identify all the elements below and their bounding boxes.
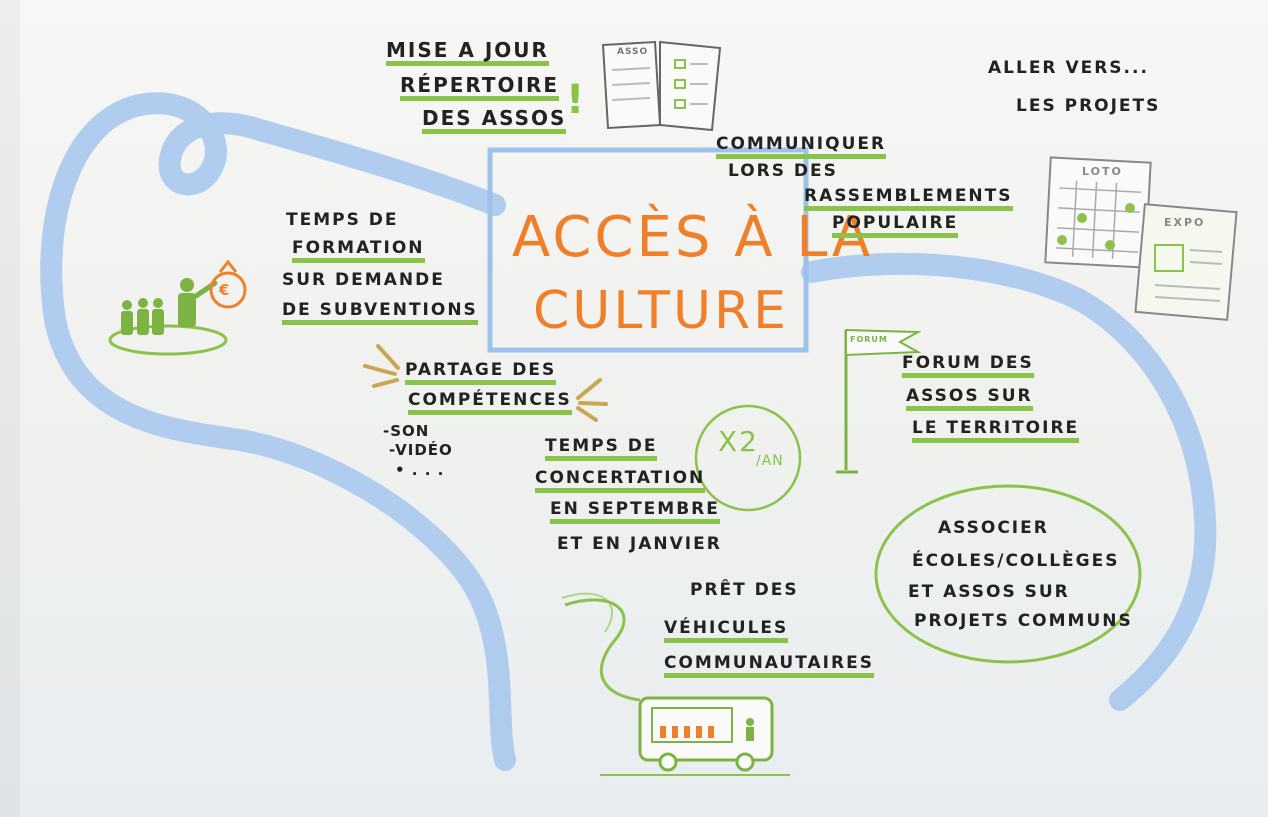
communiquer-line-1: COMMUNIQUER bbox=[716, 136, 887, 159]
concertation-line-4: ET EN JANVIER bbox=[557, 534, 722, 554]
forum-line-2: ASSOS SUR bbox=[906, 388, 1033, 411]
concertation-line-3: EN SEPTEMBRE bbox=[550, 501, 720, 524]
bus-icon bbox=[600, 696, 790, 776]
mise-a-jour-line-3: DES ASSOS bbox=[422, 108, 567, 134]
title-line-1: ACCÈS À LA bbox=[512, 205, 874, 270]
partage-line-2: COMPÉTENCES bbox=[408, 392, 572, 415]
associer-line-1: ASSOCIER bbox=[938, 518, 1049, 538]
partage-item-son: -SON bbox=[383, 422, 430, 440]
associer-circle bbox=[874, 484, 1142, 664]
associer-line-3: ET ASSOS SUR bbox=[908, 582, 1070, 602]
pret-line-3: COMMUNAUTAIRES bbox=[664, 655, 874, 678]
title-line-2: CULTURE bbox=[533, 281, 789, 341]
blue-path bbox=[40, 92, 516, 771]
expo-label: EXPO bbox=[1164, 216, 1206, 229]
associer-line-2: ÉCOLES/COLLÈGES bbox=[912, 551, 1120, 571]
pret-line-2: VÉHICULES bbox=[664, 620, 789, 643]
frequency-unit: /AN bbox=[756, 453, 784, 469]
sparkle-icon bbox=[363, 344, 608, 422]
title-frame bbox=[487, 147, 809, 353]
flag-icon bbox=[836, 328, 922, 474]
partage-line-1: PARTAGE DES bbox=[405, 362, 557, 385]
concertation-line-1: TEMPS DE bbox=[545, 438, 658, 461]
book-label: ASSO bbox=[617, 47, 649, 57]
flag-label: FORUM bbox=[850, 335, 888, 344]
mise-a-jour-line-2: RÉPERTOIRE bbox=[400, 75, 560, 101]
communiquer-line-4: POPULAIRE bbox=[832, 215, 959, 238]
aller-vers-line-1: ALLER VERS... bbox=[988, 58, 1149, 78]
expo-poster-icon bbox=[1134, 203, 1238, 321]
exclamation-mark: ! bbox=[566, 77, 587, 123]
blue-path-right bbox=[801, 252, 1217, 711]
communiquer-line-3: RASSEMBLEMENTS bbox=[804, 188, 1013, 211]
formation-line-3: SUR DEMANDE bbox=[282, 270, 445, 290]
road-line bbox=[564, 598, 641, 702]
loto-label: LOTO bbox=[1082, 165, 1123, 178]
partage-item-more: • . . . bbox=[395, 461, 445, 479]
people-icon bbox=[108, 259, 247, 356]
partage-item-video: -VIDÉO bbox=[389, 441, 453, 459]
communiquer-line-2: LORS DES bbox=[728, 161, 838, 181]
euro-symbol: € bbox=[219, 281, 232, 299]
mise-a-jour-line-1: MISE A JOUR bbox=[386, 40, 549, 66]
frequency-circle bbox=[694, 404, 802, 512]
formation-line-4: DE SUBVENTIONS bbox=[282, 302, 478, 325]
frequency-badge: X2 bbox=[718, 425, 759, 458]
pret-line-1: PRÊT DES bbox=[690, 580, 799, 600]
forum-line-3: LE TERRITOIRE bbox=[912, 420, 1080, 443]
aller-vers-line-2: LES PROJETS bbox=[1016, 96, 1161, 116]
book-icon bbox=[601, 40, 722, 132]
loto-card-icon bbox=[1044, 156, 1152, 269]
associer-line-4: PROJETS COMMUNS bbox=[914, 611, 1133, 631]
formation-line-1: TEMPS DE bbox=[286, 210, 399, 230]
formation-line-2: FORMATION bbox=[292, 240, 425, 263]
forum-line-1: FORUM DES bbox=[902, 355, 1034, 378]
concertation-line-2: CONCERTATION bbox=[535, 470, 706, 493]
